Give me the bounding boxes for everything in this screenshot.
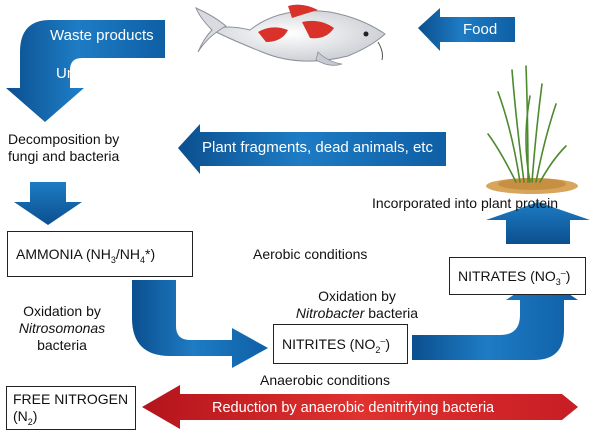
- free-nitrogen-line2: (N2): [13, 408, 38, 427]
- nitrobacter-line1: Oxidation by: [318, 288, 396, 304]
- decomposition-down-arrow: [14, 182, 82, 225]
- ammonia-text: AMMONIA (NH3/NH4*): [16, 245, 156, 265]
- waste-products-label: Waste products: [50, 27, 154, 44]
- decomposition-label-line1: Decomposition by: [8, 131, 120, 147]
- incorporated-label: Incorporated into plant protein: [372, 195, 559, 211]
- nitrites-box: NITRITES (NO2–): [273, 324, 408, 364]
- nitrobacter-suffix: bacteria: [364, 305, 419, 321]
- nitrosomonas-name: Nitrosomonas: [18, 320, 106, 336]
- nitrites-text: NITRITES (NO2–): [282, 334, 391, 355]
- nitrates-text: NITRATES (NO3–): [458, 266, 571, 287]
- nitrites-to-nitrates-arrow: [412, 276, 578, 360]
- reduction-arrow: [142, 385, 578, 429]
- free-nitrogen-box: FREE NITROGEN (N2): [6, 386, 136, 430]
- plant-fragments-label: Plant fragments, dead animals, etc: [202, 139, 433, 156]
- food-label: Food: [463, 21, 498, 38]
- free-nitrogen-line1: FREE NITROGEN: [13, 391, 129, 407]
- decomposition-label-line2: fungi and bacteria: [8, 148, 120, 164]
- food-arrow: [418, 8, 515, 51]
- nitrobacter-oxidation-label: Oxidation by Nitrobacter bacteria: [292, 288, 422, 322]
- ammonia-to-nitrites-arrow: [132, 280, 268, 368]
- nitrobacter-name: Nitrobacter: [295, 305, 365, 321]
- nitrates-box: NITRATES (NO3–): [449, 257, 586, 295]
- ammonia-box: AMMONIA (NH3/NH4*): [7, 231, 193, 277]
- nitrosomonas-line3: bacteria: [37, 337, 87, 353]
- uneaten-food-label: Uneaten food: [56, 65, 147, 82]
- nitrobacter-line2: Nitrobacter bacteria: [292, 305, 422, 322]
- waste-food-arrow: [6, 20, 165, 122]
- reduction-label: Reduction by anaerobic denitrifying bact…: [212, 400, 495, 416]
- plant-fragments-arrow: [178, 124, 446, 174]
- nitrates-up-arrow: [486, 202, 590, 244]
- plant-icon: [486, 65, 578, 194]
- anaerobic-conditions-label: Anaerobic conditions: [260, 372, 390, 388]
- nitrosomonas-oxidation-label: Oxidation by Nitrosomonas bacteria: [6, 303, 118, 354]
- nitrosomonas-line1: Oxidation by: [23, 303, 101, 319]
- aerobic-conditions-label: Aerobic conditions: [253, 246, 368, 262]
- nitrosomonas-line2: Nitrosomonas: [6, 320, 118, 337]
- fish-icon: [195, 4, 386, 66]
